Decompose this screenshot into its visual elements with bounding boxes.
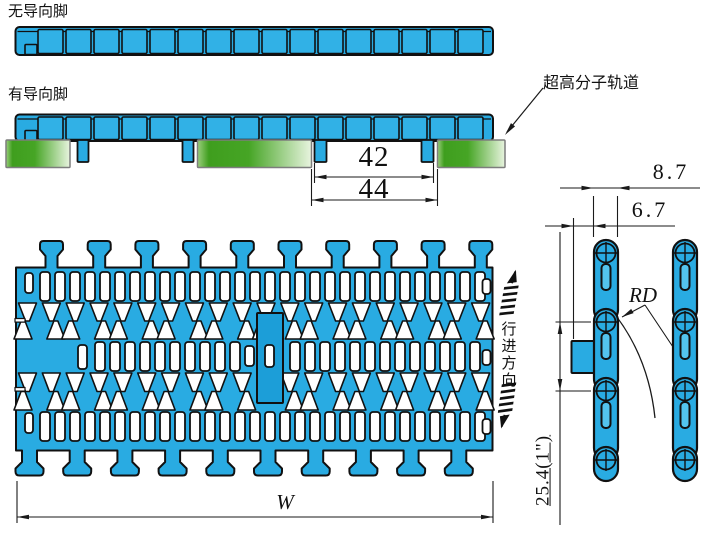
dim-6-7: 6.7 xyxy=(631,197,669,222)
dim-pitch-25-4: 25.4(1") xyxy=(532,434,554,507)
label-uhmw-rail: 超高分子轨道 xyxy=(543,75,640,92)
dim-42: 42 xyxy=(358,141,390,173)
dim-8-7: 8.7 xyxy=(652,159,690,184)
dim-belt-width-w: W xyxy=(276,490,294,514)
label-travel-direction: 行进方向 xyxy=(499,321,516,389)
dim-rd-radius: RD xyxy=(629,283,657,307)
label-with-guide-feet: 有导向脚 xyxy=(8,87,69,103)
dim-44: 44 xyxy=(358,173,390,205)
label-no-guide-feet: 无导向脚 xyxy=(8,4,69,20)
